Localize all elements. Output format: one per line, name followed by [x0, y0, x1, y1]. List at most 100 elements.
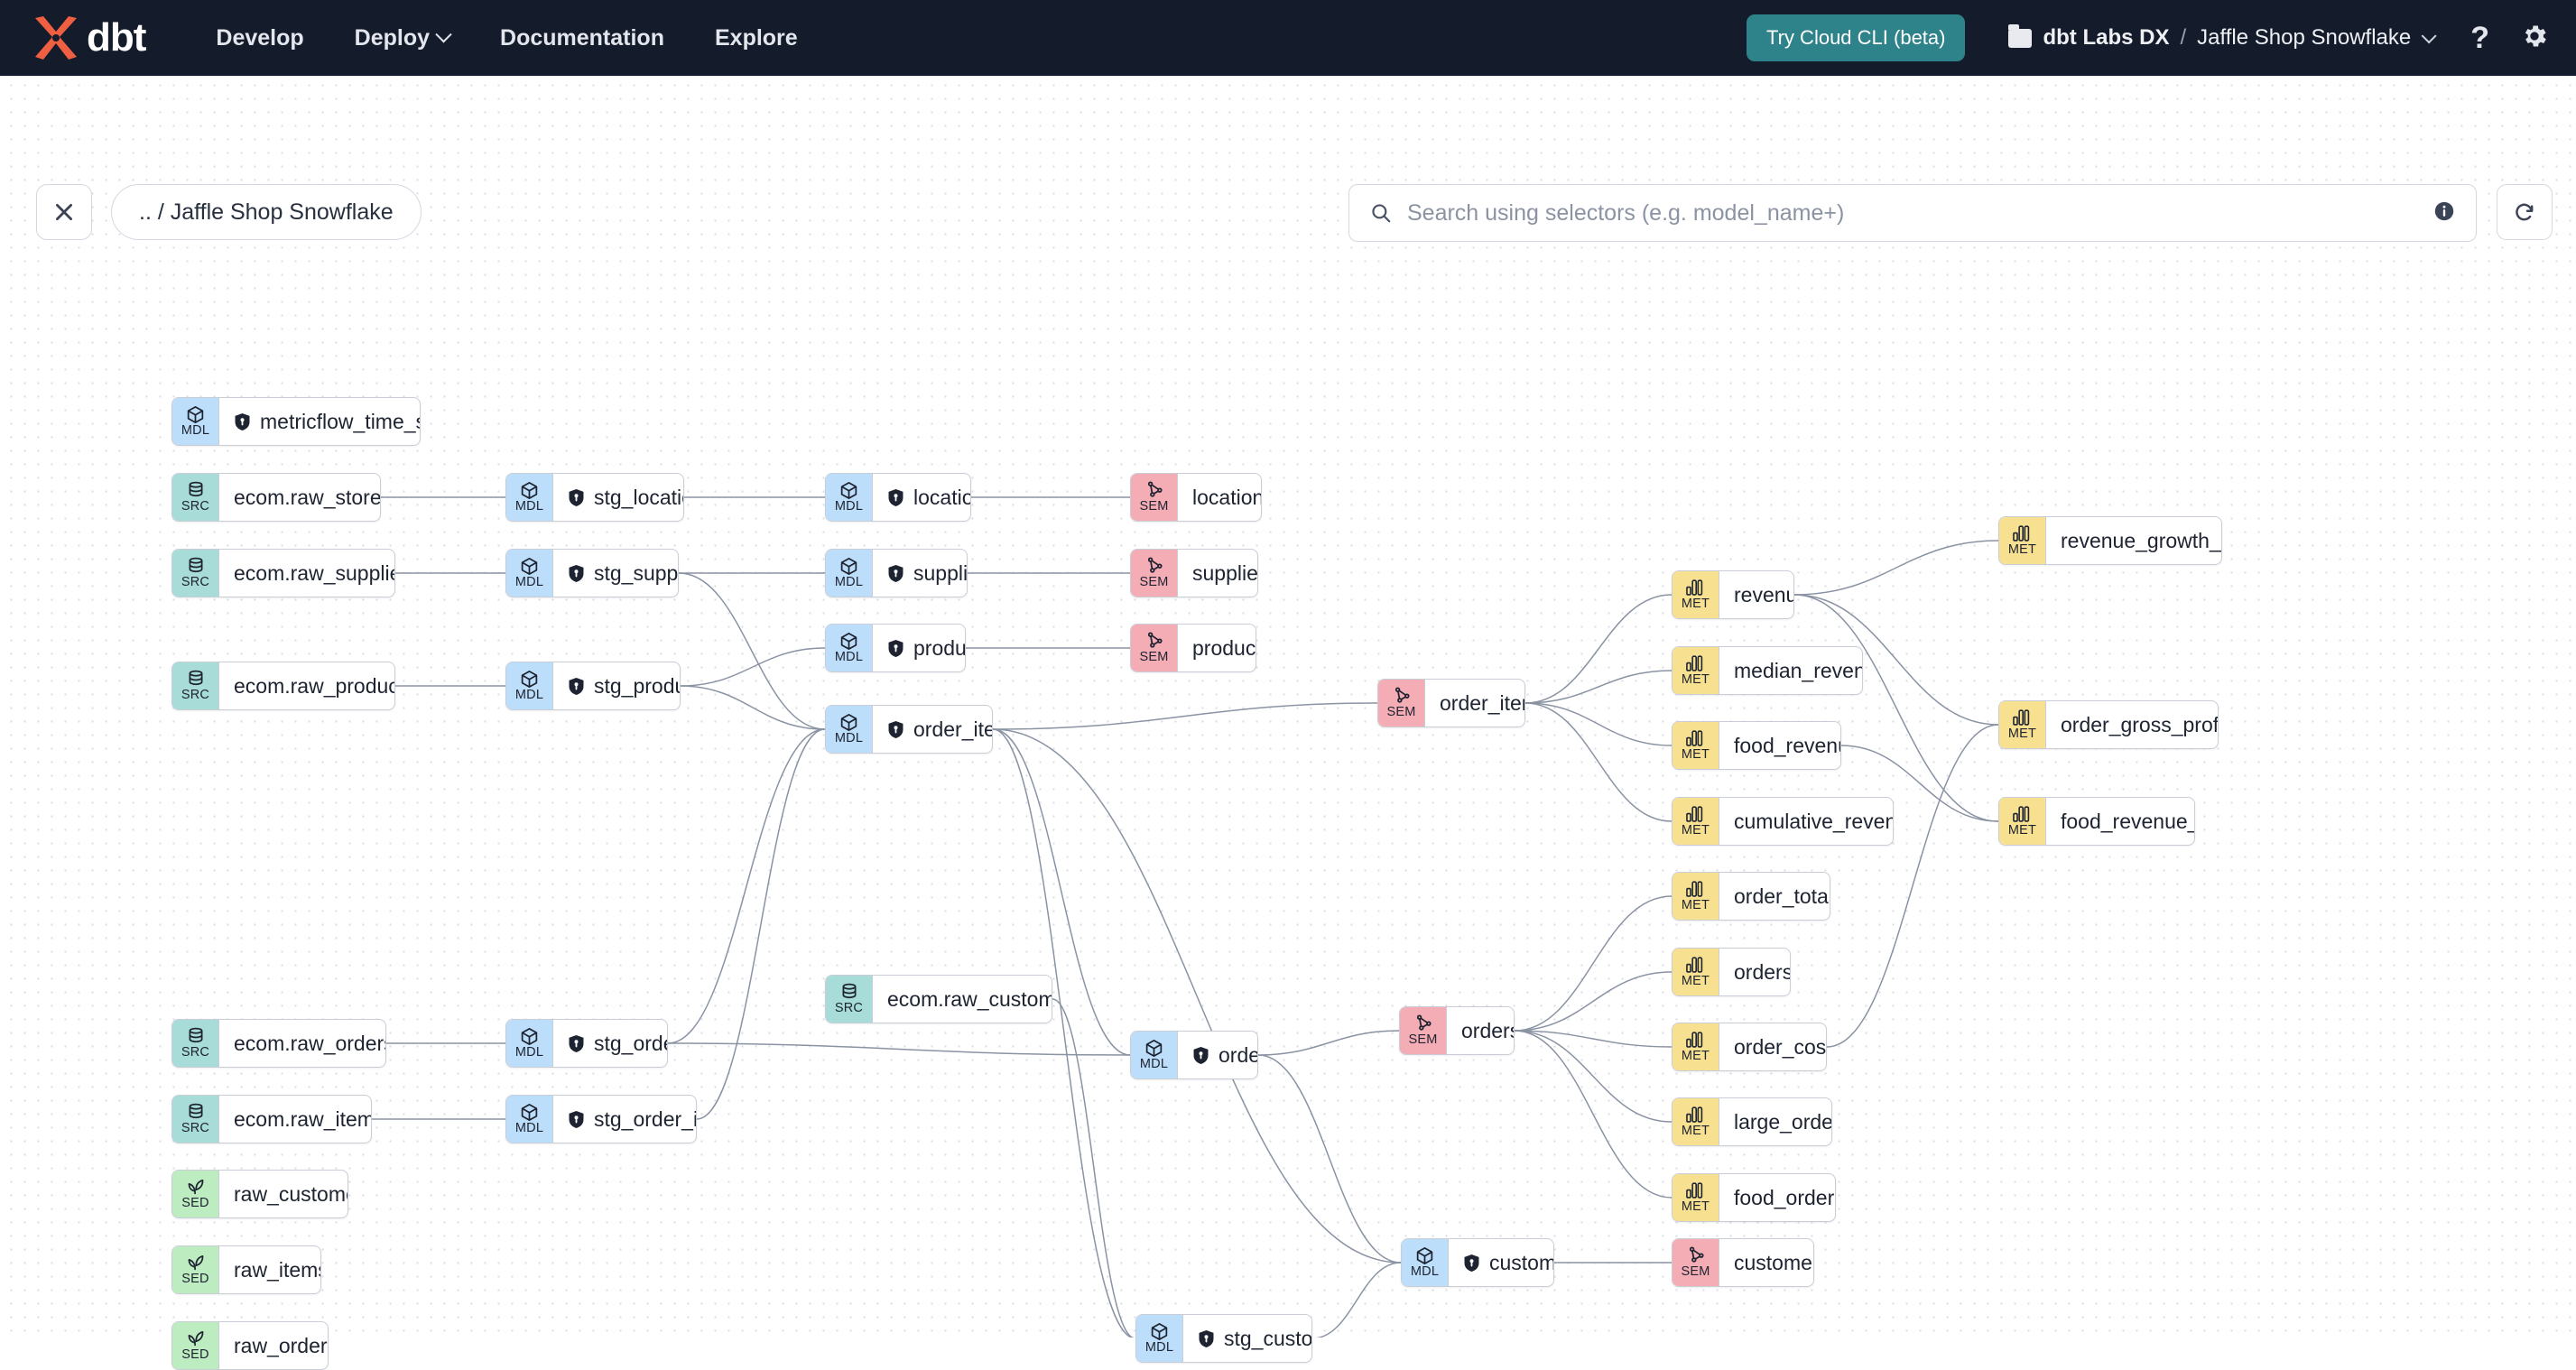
refresh-icon [2516, 203, 2534, 221]
node-body: metricflow_time_spine [219, 398, 420, 445]
node-badge-sed: SED [172, 1246, 219, 1293]
mdl-icon [1414, 1245, 1435, 1265]
dbt-logo[interactable]: dbt [31, 14, 146, 61]
node-badge-mdl: MDL [1136, 1315, 1183, 1362]
nav-link-documentation[interactable]: Documentation [500, 25, 664, 51]
node-kind-label: SEM [1139, 650, 1169, 665]
help-icon[interactable]: ? [2470, 20, 2489, 55]
node-body: stg_customers [1183, 1315, 1311, 1362]
node-badge-mdl: MDL [826, 625, 873, 671]
sed-icon [186, 1177, 206, 1197]
graph-node-sed_customers[interactable]: SED raw_customers [171, 1170, 348, 1218]
sem-icon [1144, 556, 1164, 576]
shield-icon [888, 564, 903, 582]
met-icon [1685, 1105, 1706, 1125]
info-icon[interactable] [2432, 199, 2456, 227]
try-cloud-cli-button[interactable]: Try Cloud CLI (beta) [1747, 14, 1966, 61]
account-name[interactable]: dbt Labs DX [2043, 25, 2170, 50]
nav-link-explore[interactable]: Explore [715, 25, 798, 51]
node-badge-met: MET [1673, 1023, 1719, 1070]
sem-icon [1144, 480, 1164, 500]
graph-node-mdl_orders[interactable]: MDLorders [1130, 1031, 1258, 1079]
search-input[interactable]: Search using selectors (e.g. model_name+… [1407, 199, 1845, 226]
mdl-icon [839, 480, 859, 500]
node-label: stg_locations [594, 485, 683, 509]
refresh-button[interactable] [2497, 184, 2553, 240]
node-body: stg_locations [553, 474, 683, 521]
node-kind-label: SEM [1139, 575, 1169, 590]
gear-icon[interactable] [2520, 22, 2549, 55]
node-badge-src: SRC [172, 1020, 219, 1067]
graph-node-mdl_products[interactable]: MDLproducts [825, 624, 966, 672]
node-badge-met: MET [1999, 517, 2046, 564]
graph-node-met_revenue_growth_mom[interactable]: MET revenue_growth_mom [1998, 516, 2222, 565]
project-name[interactable]: Jaffle Shop Snowflake [2197, 25, 2412, 50]
node-label: revenue_growth_mom [2061, 528, 2221, 552]
breadcrumb-pill[interactable]: .. / Jaffle Shop Snowflake [111, 184, 422, 240]
node-badge-sem: SEM [1131, 625, 1178, 671]
graph-node-mdl_customers[interactable]: MDLcustomers [1401, 1238, 1554, 1287]
graph-node-mdl_supplies[interactable]: MDLsupplies [825, 549, 968, 597]
chevron-down-icon[interactable] [2421, 28, 2437, 44]
node-body: food_revenue [1719, 722, 1840, 769]
node-body: products [1178, 625, 1256, 671]
nav-link-develop[interactable]: Develop [216, 25, 303, 51]
node-body: customers [1449, 1239, 1553, 1286]
graph-node-sem_locations[interactable]: SEMlocations [1130, 473, 1262, 522]
graph-node-sem_supplies[interactable]: SEMsupplies [1130, 549, 1258, 597]
node-label: raw_customers [234, 1181, 347, 1206]
close-lineage-button[interactable] [36, 184, 92, 240]
mdl-icon [519, 556, 540, 576]
node-body: large_order [1719, 1098, 1831, 1145]
node-badge-sed: SED [172, 1171, 219, 1217]
graph-node-mdl_locations[interactable]: MDLlocations [825, 473, 971, 522]
node-kind-label: MDL [1139, 1057, 1169, 1072]
selector-search-bar[interactable]: Search using selectors (e.g. model_name+… [1348, 184, 2477, 242]
mdl-icon [185, 404, 206, 424]
nav-link-deploy[interactable]: Deploy [355, 25, 452, 51]
breadcrumb-separator: / [2180, 25, 2187, 50]
lineage-graph-canvas[interactable]: MDLmetricflow_time_spineSRCecom.raw_stor… [0, 76, 2576, 1370]
folder-icon [2008, 23, 2033, 48]
graph-node-stg_supplies[interactable]: MDL stg_supplies [505, 549, 679, 597]
node-body: raw_items [219, 1246, 320, 1293]
graph-node-sem_products[interactable]: SEM products [1130, 624, 1256, 672]
node-badge-mdl: MDL [506, 1020, 553, 1067]
node-badge-met: MET [1673, 949, 1719, 995]
node-label: stg_supplies [594, 560, 679, 585]
node-kind-label: MDL [834, 575, 864, 590]
node-body: locations [1178, 474, 1261, 521]
node-body: orders [1447, 1007, 1514, 1054]
node-kind-label: MDL [514, 575, 544, 590]
graph-node-sem_customers[interactable]: SEMcustomers [1672, 1238, 1814, 1287]
node-kind-label: SRC [181, 499, 210, 514]
